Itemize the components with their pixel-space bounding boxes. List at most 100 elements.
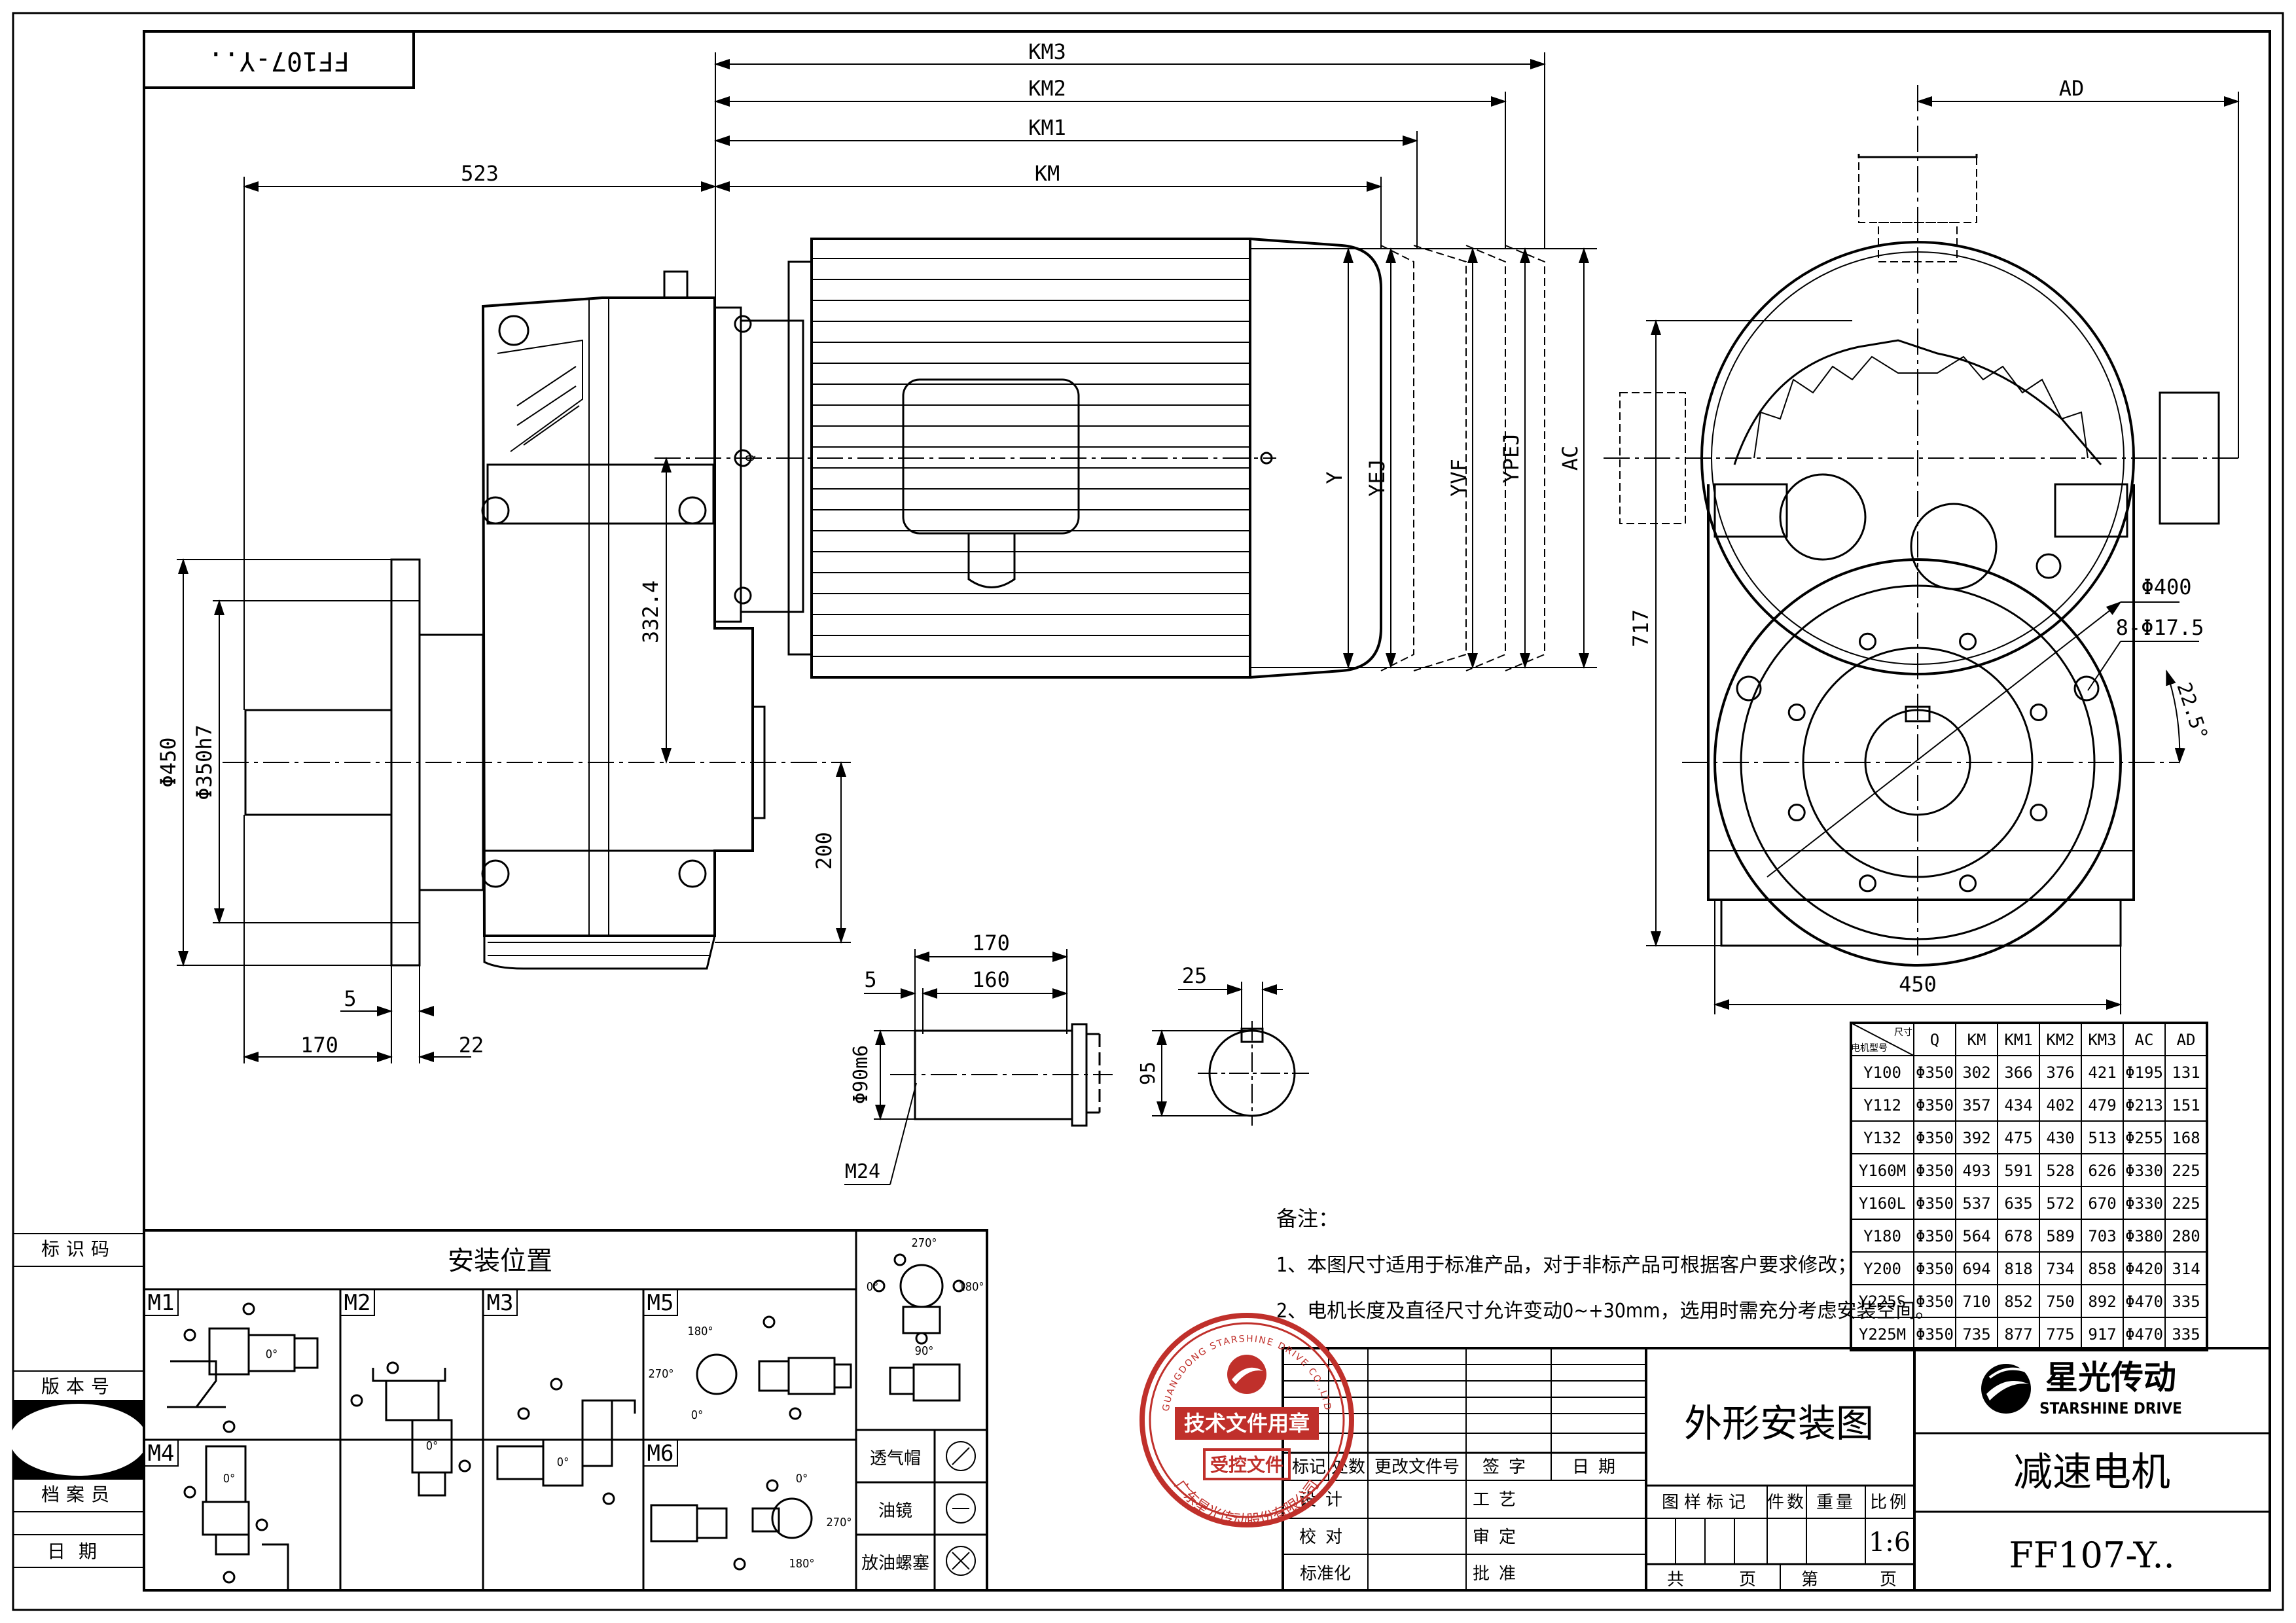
table-cell: 335 <box>2172 1325 2200 1344</box>
svg-text:标准化: 标准化 <box>1300 1564 1351 1584</box>
svg-text:180°: 180° <box>789 1557 815 1571</box>
svg-text:200: 200 <box>812 832 836 870</box>
brand-logo: 星光传动 STARSHINE DRIVE <box>1981 1359 2182 1418</box>
table-cell: 528 <box>2046 1162 2074 1180</box>
table-cell: 376 <box>2046 1063 2074 1082</box>
label-version: 版本号 <box>41 1376 116 1397</box>
svg-text:YEJ: YEJ <box>1365 459 1390 497</box>
table-row-label: Y225S <box>1859 1293 1906 1311</box>
flange-bolt-hole <box>1959 632 1977 651</box>
table-cell: Φ330 <box>2125 1194 2163 1213</box>
table-cell: 703 <box>2088 1227 2116 1245</box>
table-cell: 366 <box>2004 1063 2032 1082</box>
table-cell: 131 <box>2172 1063 2200 1082</box>
table-header: KM1 <box>2004 1031 2032 1049</box>
svg-text:更改文件号: 更改文件号 <box>1374 1457 1460 1477</box>
table-row-label: Y112 <box>1863 1096 1901 1115</box>
svg-text:YPEJ: YPEJ <box>1499 433 1524 483</box>
legend-sight-glass: 油镜 <box>878 1501 912 1521</box>
svg-text:签字: 签字 <box>1482 1457 1535 1477</box>
svg-text:KM2: KM2 <box>1028 76 1066 101</box>
svg-text:180°: 180° <box>959 1280 984 1294</box>
table-cell: Φ255 <box>2125 1129 2163 1147</box>
svg-text:审定: 审定 <box>1473 1527 1525 1547</box>
table-cell: Φ213 <box>2125 1096 2163 1115</box>
flange-bolt-hole <box>1858 874 1876 893</box>
svg-text:KM1: KM1 <box>1028 115 1066 140</box>
table-cell: 475 <box>2004 1129 2032 1147</box>
table-cell: 392 <box>1962 1129 1990 1147</box>
table-cell: Φ330 <box>2125 1162 2163 1180</box>
svg-text:0°: 0° <box>223 1472 235 1486</box>
svg-text:页: 页 <box>1739 1570 1756 1590</box>
svg-text:170: 170 <box>972 931 1010 955</box>
table-cell: 710 <box>1962 1293 1990 1311</box>
table-cell: Φ470 <box>2125 1325 2163 1344</box>
shaft-detail: 170 160 5 Φ90m6 M24 <box>844 931 1113 1185</box>
table-cell: 430 <box>2046 1129 2074 1147</box>
table-cell: Φ350 <box>1916 1194 1954 1213</box>
svg-text:批准: 批准 <box>1473 1564 1525 1584</box>
svg-text:第: 第 <box>1801 1570 1818 1590</box>
table-header: KM2 <box>2046 1031 2074 1049</box>
m6-sketch <box>650 1479 813 1571</box>
svg-text:Φ350h7: Φ350h7 <box>192 724 217 800</box>
svg-text:校对: 校对 <box>1299 1527 1352 1547</box>
table-cell: Φ350 <box>1916 1162 1954 1180</box>
svg-text:90°: 90° <box>915 1344 934 1358</box>
svg-text:Q: Q <box>744 455 757 462</box>
table-row-label: Y180 <box>1863 1227 1901 1245</box>
table-cell: 479 <box>2088 1096 2116 1115</box>
table-cell: 421 <box>2088 1063 2116 1082</box>
stamp-sub: 受控文件 <box>1210 1454 1283 1476</box>
svg-text:YVF: YVF <box>1446 459 1471 497</box>
svg-text:KM3: KM3 <box>1028 39 1066 64</box>
svg-text:0°: 0° <box>796 1472 808 1486</box>
company-stamp: GUANGDONG STARSHINE DRIVE CO.,LTD 广东星光传动… <box>1139 1313 1354 1529</box>
pos-m4: M4 <box>148 1440 175 1467</box>
svg-text:160: 160 <box>972 967 1010 992</box>
svg-text:0°: 0° <box>266 1347 278 1361</box>
pos-m2: M2 <box>344 1290 371 1316</box>
svg-text:0°: 0° <box>867 1280 878 1294</box>
brand-cn: 星光传动 <box>2045 1359 2176 1397</box>
svg-text:KM: KM <box>1035 161 1060 186</box>
svg-text:广东星光传动股份有限公司: 广东星光传动股份有限公司 <box>1171 1477 1322 1529</box>
mounting-bolt <box>1736 675 1762 702</box>
svg-text:180°: 180° <box>688 1325 713 1338</box>
svg-text:标记: 标记 <box>1292 1457 1326 1477</box>
table-cell: 314 <box>2172 1260 2200 1278</box>
mounting-title: 安装位置 <box>448 1246 552 1276</box>
svg-text:AD: AD <box>2059 76 2085 101</box>
brand-en: STARSHINE DRIVE <box>2039 1399 2182 1418</box>
flange-bolt-hole <box>1858 632 1876 651</box>
m4-sketch <box>183 1445 289 1590</box>
pos-m5: M5 <box>647 1290 674 1316</box>
table-cell: 151 <box>2172 1096 2200 1115</box>
svg-text:270°: 270° <box>649 1367 674 1381</box>
frame-border <box>143 30 2271 1592</box>
legend-drain-plug: 放油螺塞 <box>861 1554 929 1573</box>
svg-text:25: 25 <box>1182 963 1208 988</box>
svg-text:5: 5 <box>344 986 356 1011</box>
table-cell: Φ470 <box>2125 1293 2163 1311</box>
table-cell: 493 <box>1962 1162 1990 1180</box>
table-row-label: Y132 <box>1863 1129 1901 1147</box>
svg-text:717: 717 <box>1628 609 1653 647</box>
svg-text:270°: 270° <box>912 1236 937 1250</box>
table-cell: 858 <box>2088 1260 2116 1278</box>
pos-m1: M1 <box>148 1290 175 1316</box>
notes-heading: 备注： <box>1276 1206 1339 1231</box>
pos-m3: M3 <box>487 1290 514 1316</box>
table-cell: 892 <box>2088 1293 2116 1311</box>
table-row-label: Y160L <box>1859 1194 1906 1213</box>
drawing-title: 外形安装图 <box>1684 1401 1874 1446</box>
table-cell: 591 <box>2004 1162 2032 1180</box>
pos-m6: M6 <box>647 1440 674 1467</box>
table-header: AC <box>2135 1031 2154 1049</box>
table-cell: 513 <box>2088 1129 2116 1147</box>
label-id-code: 标识码 <box>41 1238 116 1260</box>
flange-bolts <box>1736 632 2100 893</box>
table-cell: 626 <box>2088 1162 2116 1180</box>
table-cell: 852 <box>2004 1293 2032 1311</box>
